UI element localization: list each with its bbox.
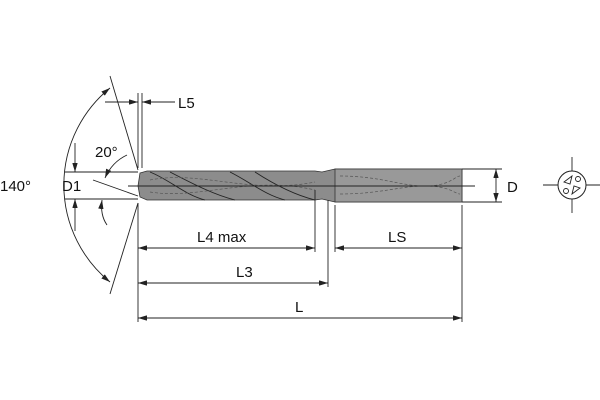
- dimension-ls: LS: [335, 229, 462, 251]
- dimension-l5: L5: [105, 93, 195, 168]
- label-d: D: [507, 179, 518, 196]
- dimension-l4: L4 max: [138, 229, 315, 251]
- label-140: 140°: [0, 178, 31, 195]
- dimension-l3: L3: [138, 264, 328, 286]
- drill-body: [128, 168, 475, 203]
- dimension-point-angle: 20°: [92, 144, 139, 226]
- dimension-d1: D1: [62, 143, 138, 231]
- label-d1: D1: [62, 178, 81, 195]
- end-view: [543, 157, 600, 213]
- dimension-tip-angle: 140°: [0, 75, 139, 295]
- label-l5: L5: [178, 95, 195, 112]
- label-20: 20°: [95, 144, 118, 161]
- dimension-d: D: [462, 168, 518, 203]
- label-l4: L4 max: [197, 229, 247, 246]
- label-l: L: [295, 299, 303, 316]
- label-ls: LS: [388, 229, 406, 246]
- dimension-l: L: [138, 299, 462, 321]
- label-l3: L3: [236, 264, 253, 281]
